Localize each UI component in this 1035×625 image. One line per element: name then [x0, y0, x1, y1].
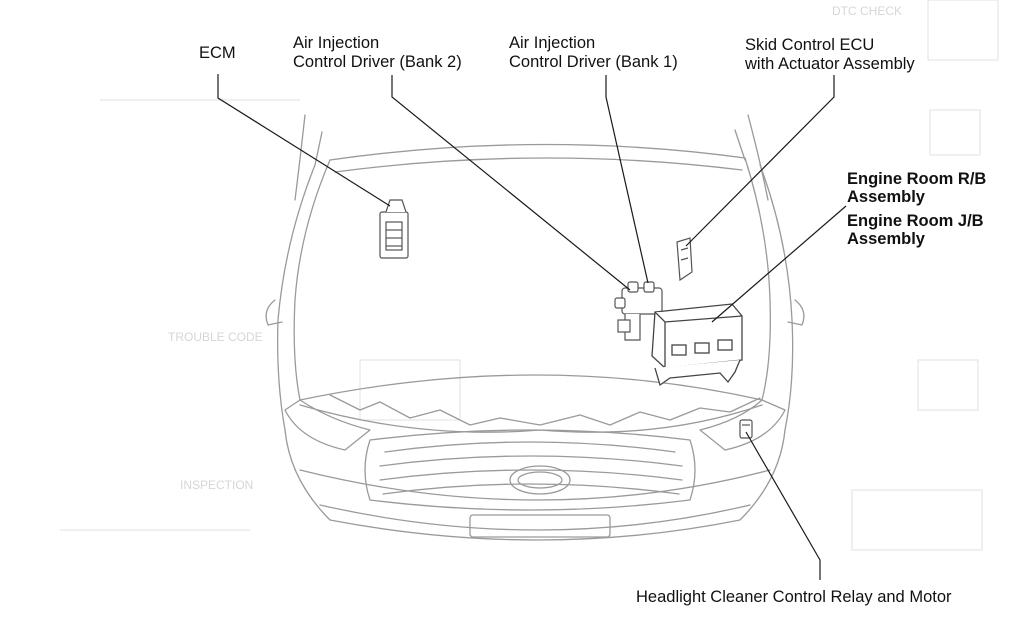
- air-bank1-line2: Control Driver (Bank 1): [509, 53, 678, 71]
- engine-room-jb-label: Engine Room J/B Assembly: [847, 212, 984, 248]
- headlight-relay-leader: [745, 431, 821, 580]
- ecm-leader: [217, 74, 391, 207]
- junction-block-leader: [711, 205, 847, 323]
- engine-room-rb-label: Engine Room R/B Assembly: [847, 170, 986, 206]
- rb-line1: Engine Room R/B: [847, 170, 987, 188]
- air-injection-bank2-label: Air Injection Control Driver (Bank 2): [293, 34, 462, 72]
- show-through-text: TROUBLE CODE: [168, 330, 263, 344]
- air-bank1-leader: [605, 75, 649, 284]
- jb-line2: Assembly: [847, 230, 925, 248]
- air-bank2-line1: Air Injection: [293, 34, 380, 52]
- headlight-cleaner-relay-component: [739, 419, 753, 439]
- headlight-label-text: Headlight Cleaner Control Relay and Moto…: [636, 588, 952, 606]
- show-through-text: INSPECTION: [180, 478, 254, 492]
- air-injection-bank1-label: Air Injection Control Driver (Bank 1): [509, 34, 678, 72]
- ecm-component: [379, 199, 409, 259]
- headlight-cleaner-label: Headlight Cleaner Control Relay and Moto…: [636, 588, 952, 607]
- skid-control-ecu-component: [676, 237, 693, 282]
- ecm-label: ECM: [199, 44, 236, 63]
- air-bank2-leader: [391, 75, 631, 291]
- air-bank1-line1: Air Injection: [509, 34, 596, 52]
- jb-line1: Engine Room J/B: [847, 212, 984, 230]
- leader-lines: [217, 74, 847, 580]
- show-through-marks: [60, 0, 999, 551]
- rb-line2: Assembly: [847, 188, 925, 206]
- skid-line2: with Actuator Assembly: [745, 55, 915, 73]
- skid-line1: Skid Control ECU: [745, 36, 875, 54]
- show-through-text: DTC CHECK: [832, 4, 903, 18]
- skid-control-ecu-label: Skid Control ECU with Actuator Assembly: [745, 36, 915, 74]
- engine-room-junction-block: [651, 303, 743, 387]
- air-bank2-line2: Control Driver (Bank 2): [293, 53, 462, 71]
- air-injection-driver-assembly: [614, 281, 663, 341]
- ecm-label-text: ECM: [199, 44, 236, 62]
- skid-ecu-leader: [685, 75, 835, 247]
- car-body: [265, 114, 805, 541]
